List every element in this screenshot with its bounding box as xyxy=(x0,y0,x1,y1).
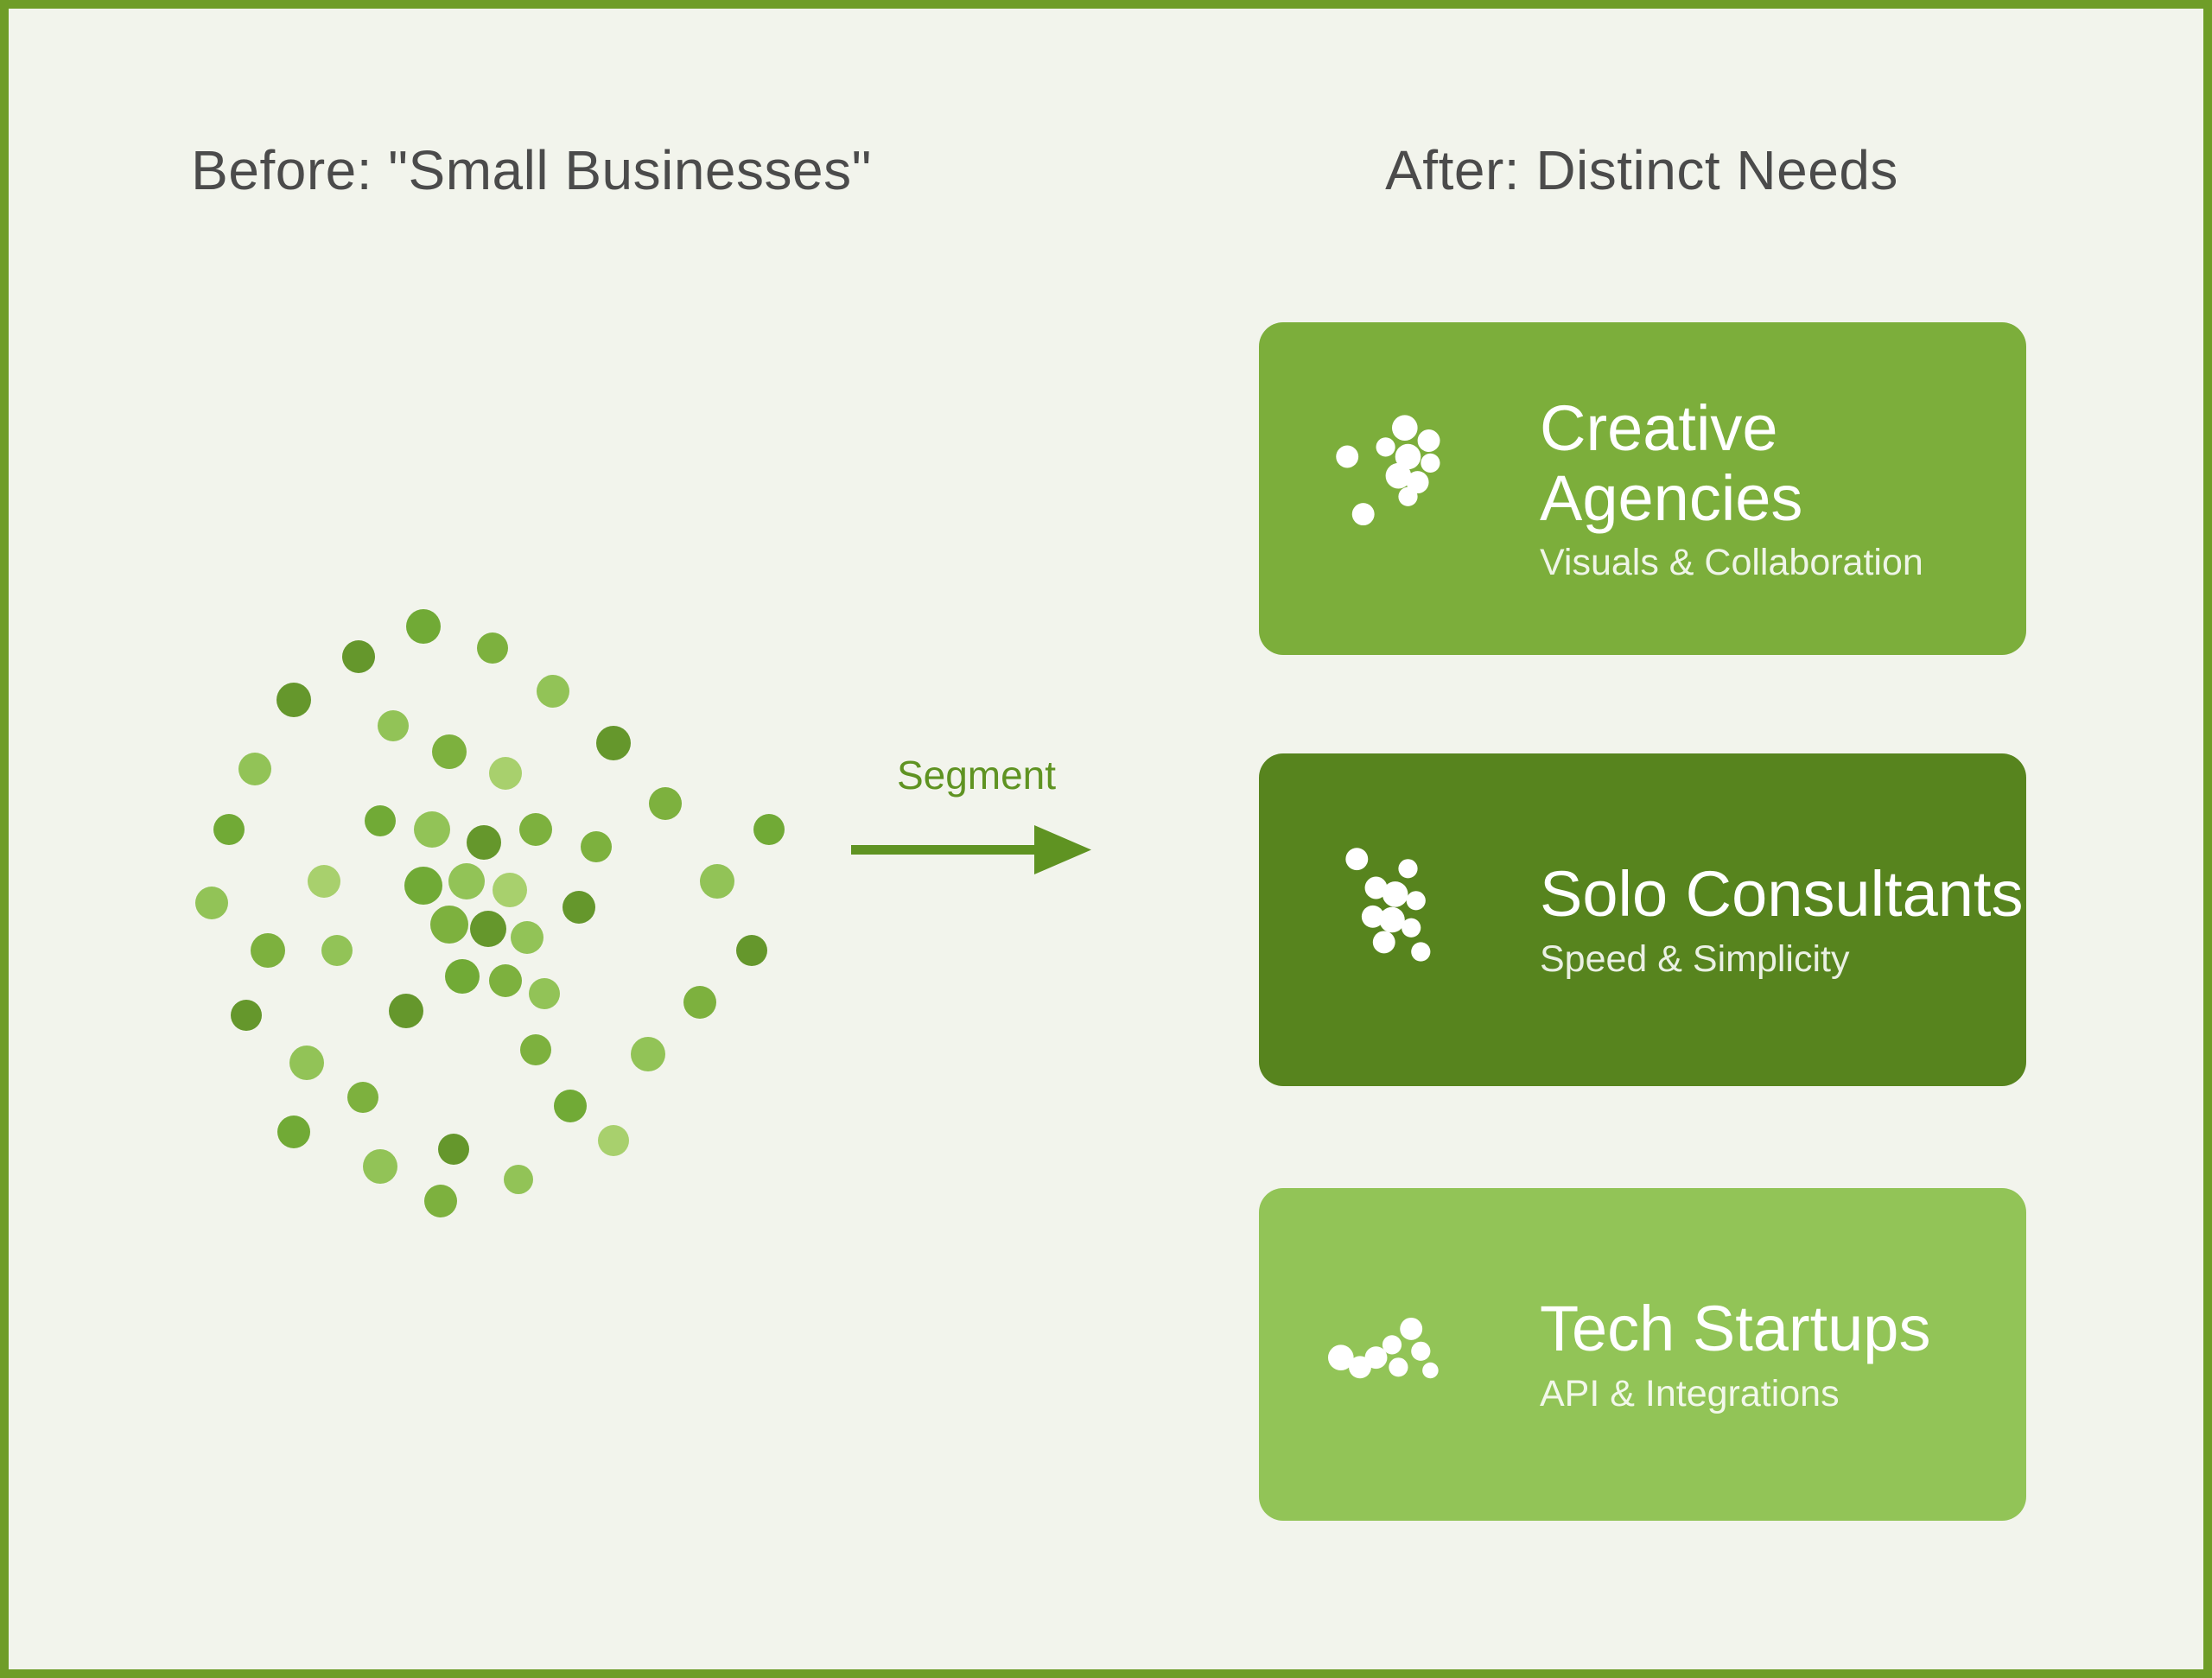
card-title: Solo Consultants xyxy=(1540,858,2024,931)
card-text-block: Solo Consultants Speed & Simplicity xyxy=(1540,859,2023,980)
card-text-block: Tech Startups API & Integrations xyxy=(1540,1293,1930,1414)
card-subtitle: API & Integrations xyxy=(1540,1372,1840,1414)
card-text-block: Creative Agencies Visuals & Collaboratio… xyxy=(1540,391,2026,585)
card-subtitle: Speed & Simplicity xyxy=(1540,938,1850,980)
solo-consultants-dot-cluster-icon xyxy=(1345,848,1431,962)
card-solo-consultants: Solo Consultants Speed & Simplicity xyxy=(1259,753,2026,1086)
unsegmented-scatter-cluster xyxy=(164,544,821,1218)
creative-agencies-dot-cluster-icon xyxy=(1336,415,1440,526)
card-creative-agencies: Creative Agencies Visuals & Collaboratio… xyxy=(1259,322,2026,655)
segment-arrow-icon xyxy=(851,825,1091,874)
scatter-cluster-svg xyxy=(195,609,785,1217)
scatter-dots xyxy=(195,609,785,1217)
before-column-title: Before: "Small Businesses" xyxy=(191,139,872,201)
card-tech-startups: Tech Startups API & Integrations xyxy=(1259,1188,2026,1521)
after-column-title: After: Distinct Needs xyxy=(1385,139,1898,201)
card-subtitle: Visuals & Collaboration xyxy=(1540,542,1923,584)
card-title: Tech Startups xyxy=(1540,1293,1931,1365)
segment-arrow-label: Segment xyxy=(896,753,1057,798)
card-title: Creative Agencies xyxy=(1540,391,1803,534)
tech-startups-dot-cluster-icon xyxy=(1328,1317,1439,1379)
